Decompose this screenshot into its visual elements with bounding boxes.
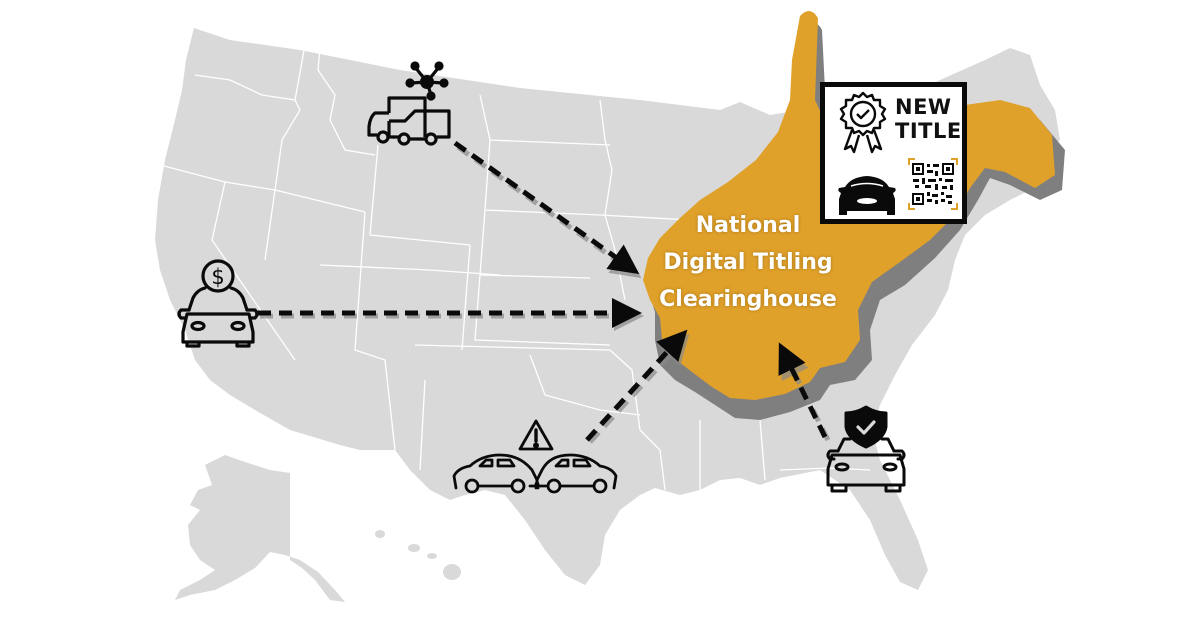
hub-label-line-3: Clearinghouse [659, 287, 837, 312]
arrow-insurance-to-hub [778, 342, 828, 439]
car-shield-check-icon [826, 405, 906, 493]
arrow-fleet-to-hub [453, 140, 640, 275]
qr-code-icon [908, 158, 958, 210]
award-ribbon-icon [839, 91, 887, 154]
shield-check-icon [844, 405, 888, 449]
car-dollar-icon: $ [177, 259, 259, 348]
new-title-text: NEW TITLE [895, 95, 965, 143]
svg-text:$: $ [211, 265, 224, 289]
new-title-line-2: TITLE [895, 119, 962, 143]
fleet-trucks-network-icon [367, 61, 451, 146]
hub-label-line-2: Digital Titling [663, 250, 833, 275]
flow-arrows [258, 140, 831, 444]
alaska [175, 455, 345, 602]
warning-triangle-icon [518, 419, 554, 451]
title-card-icons [838, 91, 958, 215]
car-front-icon [838, 176, 896, 215]
new-title-line-1: NEW [895, 95, 952, 119]
hawaii [375, 530, 461, 580]
new-title-card: NEW TITLE [820, 82, 967, 224]
arrow-collision-to-hub [585, 329, 688, 442]
hub-label: National Digital Titling Clearinghouse [628, 207, 868, 318]
hub-label-line-1: National [695, 213, 801, 238]
network-node-icon [405, 61, 449, 101]
car-collision-warning-icon [452, 419, 618, 494]
